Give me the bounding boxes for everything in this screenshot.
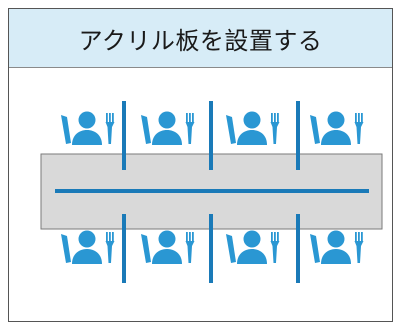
header-bar: アクリル板を設置する [9,9,392,68]
person-icon [226,111,280,145]
person-icon [141,111,195,145]
page-title: アクリル板を設置する [78,26,323,55]
person-icon [310,111,364,145]
person-icon [226,230,280,264]
person-icon [310,230,364,264]
person-icon [61,230,115,264]
person-icon [141,230,195,264]
person-icon [61,111,115,145]
